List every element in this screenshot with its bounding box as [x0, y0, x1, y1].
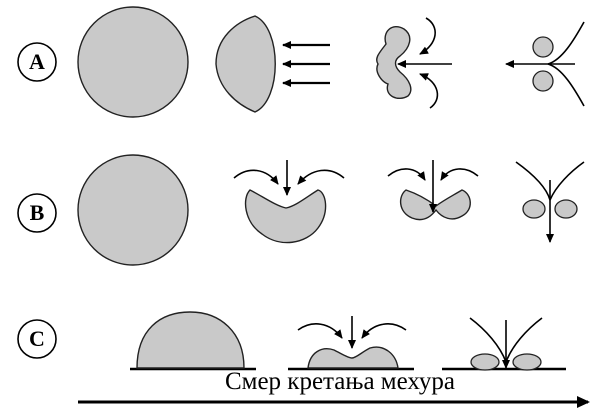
row-b-flow-curve-right: [550, 162, 584, 200]
row-a-fragment-bottom: [533, 71, 553, 91]
row-b-label: B: [17, 193, 57, 233]
row-b-fragment-right: [555, 200, 577, 218]
row-b-curve-left-stage2: [234, 170, 278, 184]
row-b-curve-right-stage2: [298, 170, 344, 184]
row-b-bubble-sphere: [78, 155, 188, 265]
row-c-bubble-indented: [308, 347, 398, 368]
row-a-bubble-jet-stage: [377, 27, 411, 99]
row-a-bubble-flattened: [216, 16, 275, 112]
row-b-flow-curve-left: [516, 162, 550, 200]
row-b-fragment-left: [523, 200, 545, 218]
row-a-flow-curve-top: [548, 22, 584, 64]
row-a-jet-curve-bottom: [420, 74, 437, 108]
row-a-bubble-sphere: [78, 7, 188, 117]
row-c-label: C: [17, 319, 57, 359]
row-a-label: A: [17, 42, 57, 82]
row-b-curve-left-stage3: [388, 169, 425, 180]
row-a-fragment-top: [533, 37, 553, 57]
row-a-flow-curve-bottom: [548, 64, 584, 106]
row-b-curve-right-stage3: [441, 169, 478, 180]
direction-axis-label: Смер кретања мехура: [175, 368, 505, 396]
row-a-jet-curve-top: [420, 18, 435, 54]
row-b-bubble-indented: [246, 190, 326, 243]
row-b-bubble-jet-stage: [401, 190, 471, 220]
row-c-curve-right-stage2: [362, 324, 406, 338]
row-c-fragment-right: [513, 354, 541, 370]
row-c-bubble-hemisphere: [137, 312, 244, 368]
row-c-curve-left-stage2: [298, 324, 342, 338]
